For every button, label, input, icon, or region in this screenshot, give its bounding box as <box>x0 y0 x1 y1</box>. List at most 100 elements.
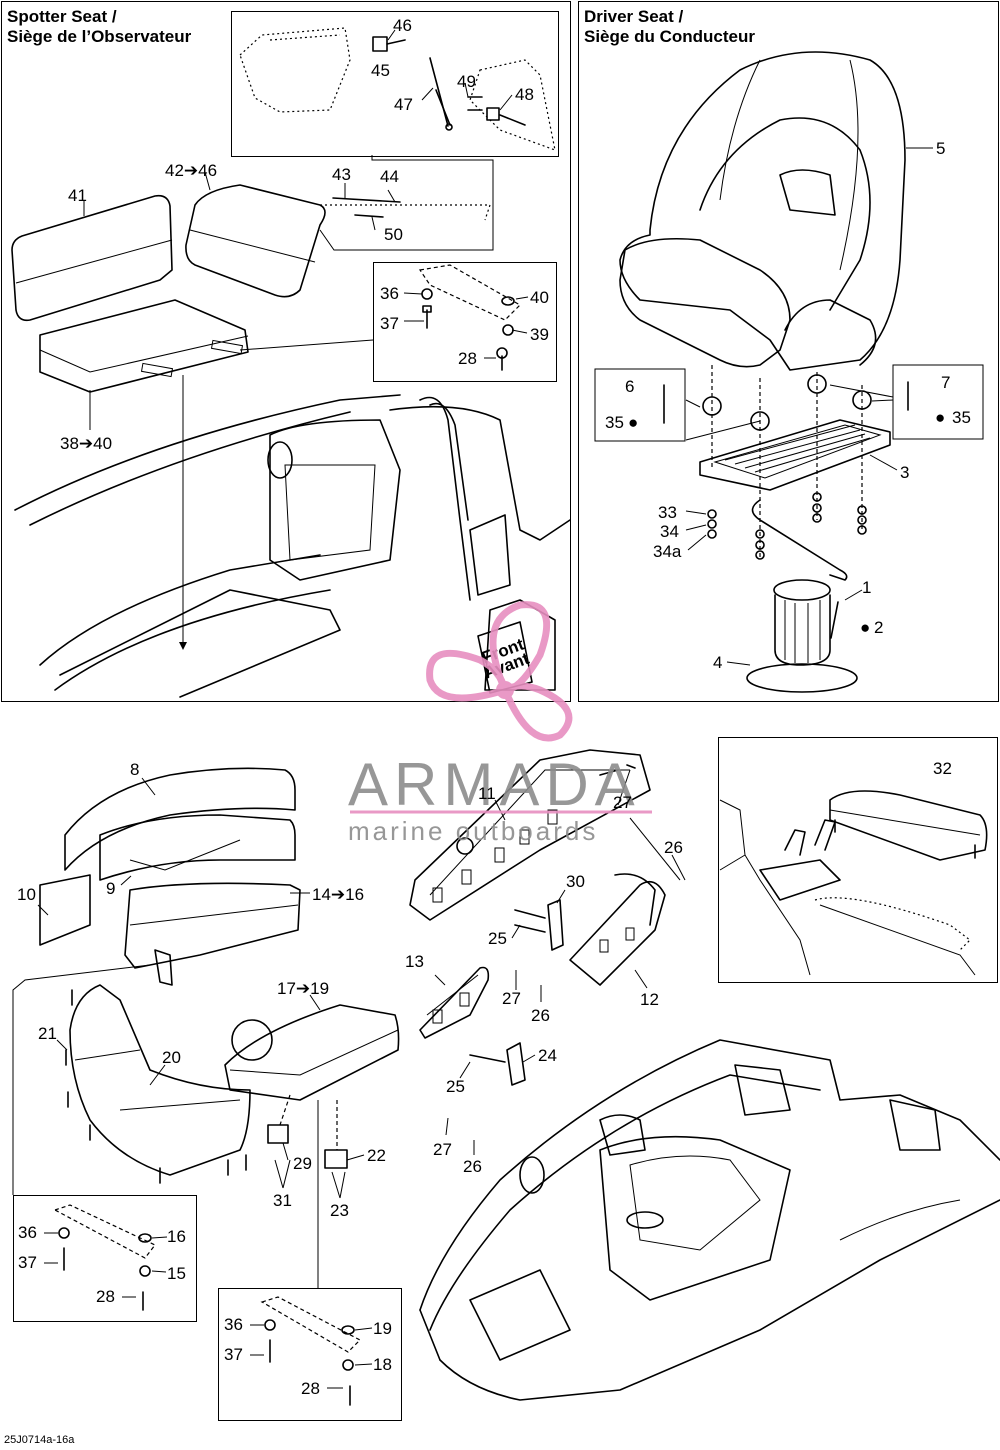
panel-13 <box>419 966 490 1039</box>
callout-38-40: 38➔40 <box>60 434 112 453</box>
driver-seat-title: Driver Seat / Siège du Conducteur <box>584 7 755 47</box>
spotter-seat-panel <box>1 1 571 702</box>
callout-19: 19 <box>373 1319 392 1338</box>
callout-34: 34 <box>660 522 679 541</box>
spotter-seat-title-en: Spotter Seat / <box>7 7 117 26</box>
callout-46: 46 <box>393 16 412 35</box>
spotter-seat-41 <box>11 194 249 393</box>
armada-watermark: ARMADA marine outboards <box>348 601 652 846</box>
callout-6: 6 <box>625 377 634 396</box>
armrest-12 <box>569 873 666 986</box>
callout-41: 41 <box>68 186 87 205</box>
document-id: 25J0714a-16a <box>4 1434 75 1446</box>
pedestal-4 <box>746 579 858 693</box>
callout-28-bench: 28 <box>301 1379 320 1398</box>
bench-hardware-inset <box>218 1288 402 1421</box>
callout-22: 22 <box>367 1146 386 1165</box>
callout-27-mid: 27 <box>502 989 521 1008</box>
callout-5: 5 <box>936 139 945 158</box>
callout-47: 47 <box>394 95 413 114</box>
inset-connector-hardware <box>239 339 374 351</box>
callout-4: 4 <box>713 653 722 672</box>
callout-35-left: 35 <box>605 413 624 432</box>
callout-27-top: 27 <box>613 793 632 812</box>
callout-26-top: 26 <box>664 838 683 857</box>
callout-10: 10 <box>17 885 36 904</box>
callout-31: 31 <box>273 1191 292 1210</box>
callout-2: 2 <box>874 618 883 637</box>
watermark-brand: ARMADA <box>348 751 641 818</box>
backrest-8 <box>39 767 296 946</box>
callout-44: 44 <box>380 167 399 186</box>
seat-lift-inset <box>231 11 559 157</box>
callout-27-bottom: 27 <box>433 1140 452 1159</box>
callout-7: 7 <box>941 373 950 392</box>
callout-35-right: 35 <box>952 408 971 427</box>
nuts-washers-33-34 <box>707 492 867 560</box>
callout-33: 33 <box>658 503 677 522</box>
driver-seat-panel <box>578 1 999 702</box>
callout-15: 15 <box>167 1264 186 1283</box>
callout-21: 21 <box>38 1024 57 1043</box>
screws-21 <box>65 989 247 1184</box>
drop-icon-left: ● <box>628 413 638 432</box>
stud-inset-left <box>594 368 686 442</box>
callout-17-19: 17➔19 <box>277 979 329 998</box>
armrest-11 <box>409 749 651 921</box>
callout-42-46: 42➔46 <box>165 161 217 180</box>
callout-37-spotter: 37 <box>380 314 399 333</box>
bench-17 <box>224 1004 400 1169</box>
spotter-backrest-42 <box>185 184 491 298</box>
rear-seat-20 <box>69 984 251 1176</box>
callout-36-rear: 36 <box>18 1223 37 1242</box>
callout-18: 18 <box>373 1355 392 1374</box>
control-console-drawing <box>719 790 988 976</box>
callout-24: 24 <box>538 1046 557 1065</box>
seat-slider-3 <box>699 419 891 581</box>
callout-32: 32 <box>933 759 952 778</box>
callout-13: 13 <box>405 952 424 971</box>
control-console-inset <box>718 737 998 983</box>
watermark-tagline: marine outboards <box>348 816 598 846</box>
driver-seat-title-fr: Siège du Conducteur <box>584 27 755 46</box>
boat-hull-rear <box>419 1039 1000 1401</box>
callout-3: 3 <box>900 463 909 482</box>
callout-50: 50 <box>384 225 403 244</box>
callout-49: 49 <box>457 72 476 91</box>
callout-26-mid: 26 <box>531 1006 550 1025</box>
callout-25-bottom: 25 <box>446 1077 465 1096</box>
callout-12: 12 <box>640 990 659 1009</box>
callout-16: 16 <box>167 1227 186 1246</box>
rear-seat-hardware-parts <box>53 1204 156 1311</box>
driver-seat-5 <box>619 51 906 371</box>
callout-28-spotter: 28 <box>458 349 477 368</box>
cushion-14 <box>124 882 301 986</box>
callout-30: 30 <box>566 872 585 891</box>
callout-34a: 34a <box>653 542 682 561</box>
bench-hardware-parts <box>260 1296 362 1406</box>
part-callouts: 46 45 47 49 48 42➔46 41 43 44 50 36 40 3… <box>17 16 971 1398</box>
leader-lines <box>37 29 933 1389</box>
propeller-logo-icon <box>426 601 573 742</box>
callout-43: 43 <box>332 165 351 184</box>
callout-45: 45 <box>371 61 390 80</box>
callout-23: 23 <box>330 1201 349 1220</box>
callout-39: 39 <box>530 325 549 344</box>
callout-37-rear: 37 <box>18 1253 37 1272</box>
brackets-24-30 <box>469 899 564 1086</box>
callout-1: 1 <box>862 578 871 597</box>
drop-icon-2: ● <box>860 618 870 637</box>
callout-20: 20 <box>162 1048 181 1067</box>
callout-37-bench: 37 <box>224 1345 243 1364</box>
driver-seat-title-en: Driver Seat / <box>584 7 684 26</box>
inset-connector-top <box>319 155 494 251</box>
callout-26-bottom: 26 <box>463 1157 482 1176</box>
callout-28-rear: 28 <box>96 1287 115 1306</box>
rear-seat-outline-connector <box>12 964 151 1195</box>
callout-48: 48 <box>515 85 534 104</box>
stud-inset-right <box>892 364 984 440</box>
callout-40: 40 <box>530 288 549 307</box>
callout-29: 29 <box>293 1154 312 1173</box>
callout-8: 8 <box>130 760 139 779</box>
